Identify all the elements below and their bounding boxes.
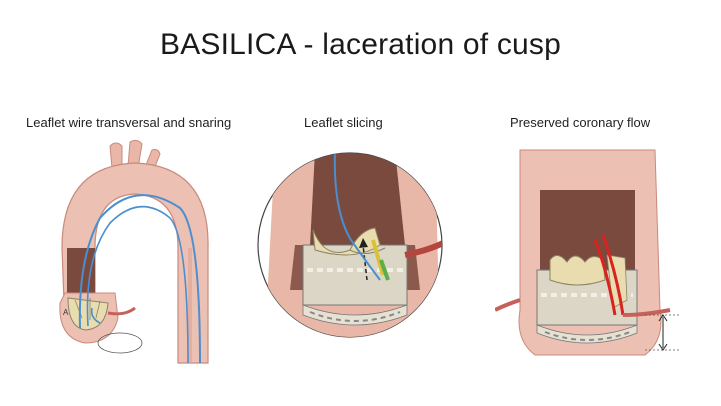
marker-label: A [63, 308, 69, 317]
slide-title: BASILICA - laceration of cusp [159, 28, 561, 61]
caption-leaflet-slicing: Leaflet slicing [304, 115, 383, 130]
illustration-coronary-flow [495, 140, 695, 370]
illustration-leaflet-slicing [255, 150, 445, 340]
illustration-aortic-arch [40, 138, 230, 368]
caption-wire-transversal: Leaflet wire transversal and snaring [26, 115, 232, 130]
caption-coronary-flow: Preserved coronary flow [510, 115, 651, 130]
